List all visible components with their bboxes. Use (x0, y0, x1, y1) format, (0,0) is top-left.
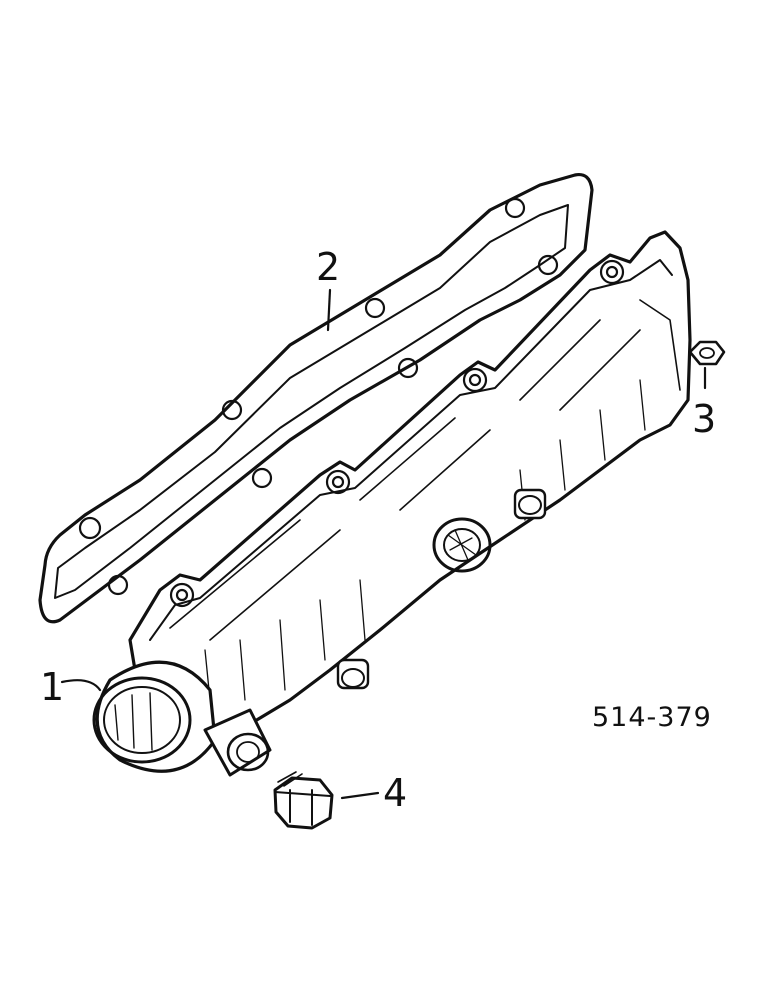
callout-3: 3 (692, 397, 716, 441)
centre-port (432, 517, 492, 573)
nut (688, 340, 726, 366)
reference-number: 514-379 (592, 702, 712, 733)
water-manifold (92, 230, 692, 777)
lower-boss (336, 658, 370, 690)
leader-1 (60, 679, 102, 692)
leader-4 (340, 791, 380, 800)
side-port-boss (203, 708, 272, 777)
outlet-pipe (92, 660, 217, 773)
callout-2: 2 (316, 245, 340, 289)
leader-lines (60, 288, 707, 800)
callout-1: 1 (40, 665, 64, 709)
gasket (38, 172, 594, 624)
leader-2 (326, 288, 332, 332)
upper-boss (513, 488, 547, 520)
plug (273, 771, 334, 830)
callout-4: 4 (383, 771, 407, 815)
